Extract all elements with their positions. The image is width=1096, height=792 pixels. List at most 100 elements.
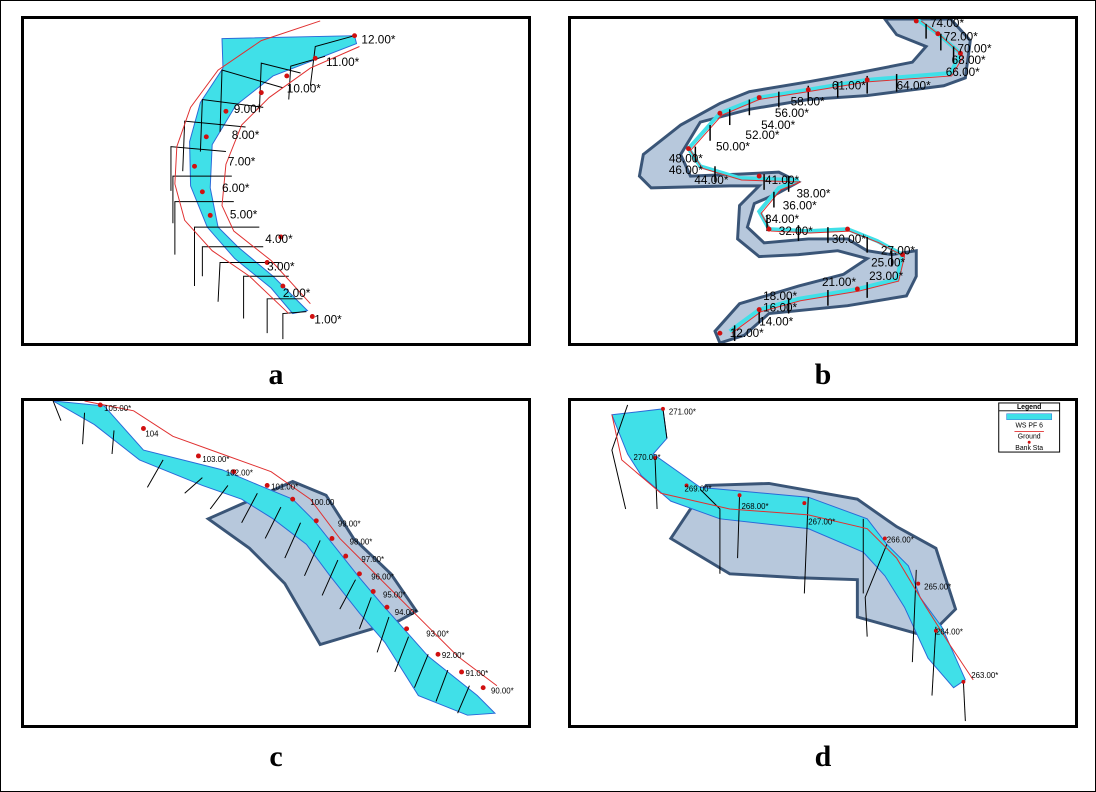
- cross-sections: [170, 35, 355, 340]
- station-label: 14.00*: [759, 315, 793, 328]
- station-label: 102.00*: [226, 469, 253, 478]
- station-label: 56.00*: [775, 107, 809, 120]
- water-surface: [52, 401, 497, 716]
- station-label: 100.00: [310, 498, 335, 507]
- station-label: 12.00*: [730, 327, 764, 340]
- station-label: 23.00*: [869, 270, 903, 283]
- legend-item-bank: Bank Sta: [1015, 445, 1043, 452]
- station-label: 25.00*: [871, 256, 905, 269]
- station-label: 263.00*: [971, 671, 998, 680]
- ground-line-left: [174, 20, 321, 314]
- station-labels: 74.00* 72.00* 70.00* 68.00* 66.00* 64.00…: [669, 19, 992, 340]
- station-label: 4.00*: [265, 233, 293, 246]
- legend-water-swatch: [1006, 413, 1053, 420]
- panel-a-view: 12.00* 11.00* 10.00* 9.00* 8.00* 7.00* 6…: [21, 16, 531, 346]
- panel-c-caption: c: [269, 740, 283, 773]
- ground-line: [611, 414, 974, 681]
- station-label: 44.00*: [694, 174, 728, 187]
- station-label: 99.00*: [338, 520, 361, 529]
- station-label: 21.00*: [822, 276, 856, 289]
- station-label: 30.00*: [832, 233, 866, 246]
- cross-sections: [52, 401, 470, 714]
- station-label: 268.00*: [742, 502, 769, 511]
- station-label: 95.00*: [383, 590, 406, 599]
- station-label: 98.00*: [350, 537, 373, 546]
- panel-a-caption: a: [268, 358, 284, 391]
- bank-stations: [653, 406, 966, 684]
- station-label: 72.00*: [944, 31, 978, 44]
- station-label: 66.00*: [946, 66, 980, 79]
- station-label: 12.00*: [361, 34, 395, 47]
- station-label: 267.00*: [808, 518, 835, 527]
- station-label: 5.00*: [230, 208, 258, 221]
- cross-sections: [694, 23, 955, 342]
- station-label: 61.00*: [832, 80, 866, 93]
- ground-line: [689, 20, 965, 334]
- station-label: 6.00*: [222, 182, 250, 195]
- station-label: 265.00*: [924, 583, 951, 592]
- station-label: 27.00*: [881, 245, 915, 258]
- station-label: 11.00*: [326, 56, 360, 69]
- panel-b-view: 74.00* 72.00* 70.00* 68.00* 66.00* 64.00…: [568, 16, 1078, 346]
- station-label: 1.00*: [314, 313, 342, 326]
- panel-a-river-plot: 12.00* 11.00* 10.00* 9.00* 8.00* 7.00* 6…: [170, 20, 396, 340]
- station-label: 34.00*: [765, 213, 799, 226]
- station-label: 105.00*: [104, 404, 131, 413]
- station-label: 266.00*: [887, 535, 914, 544]
- legend-item-water: WS PF 6: [1015, 423, 1043, 430]
- station-label: 58.00*: [791, 95, 825, 108]
- bank-stations: [686, 19, 963, 336]
- station-label: 64.00*: [897, 80, 931, 93]
- station-label: 2.00*: [283, 287, 311, 300]
- station-label: 46.00*: [669, 164, 703, 177]
- station-labels: 271.00* 270.00* 269.00* 268.00* 267.00* …: [634, 408, 999, 680]
- station-labels: 12.00* 11.00* 10.00* 9.00* 8.00* 7.00* 6…: [222, 34, 396, 327]
- panel-c-view: 105.00* 104 103.00* 102.00* 101.00* 100.…: [21, 398, 531, 728]
- station-label: 3.00*: [267, 260, 295, 273]
- station-label: 32.00*: [779, 225, 813, 238]
- legend-box: Legend WS PF 6 Ground Bank Sta: [998, 402, 1061, 453]
- station-label: 103.00*: [202, 455, 229, 464]
- station-label: 8.00*: [232, 129, 260, 142]
- legend-item-ground: Ground: [1018, 433, 1041, 440]
- station-label: 94.00*: [395, 608, 418, 617]
- station-label: 271.00*: [669, 408, 696, 417]
- station-label: 48.00*: [669, 152, 703, 165]
- ground-line-right: [221, 46, 360, 305]
- station-label: 264.00*: [936, 628, 963, 637]
- station-label: 91.00*: [465, 669, 488, 678]
- station-label: 92.00*: [442, 651, 465, 660]
- panel-d-river-plot: 271.00* 270.00* 269.00* 268.00* 267.00* …: [611, 402, 1061, 722]
- station-label: 38.00*: [796, 188, 830, 201]
- legend-bank-swatch: [1027, 440, 1031, 444]
- water-surface: [611, 408, 966, 689]
- station-label: 54.00*: [761, 119, 795, 132]
- bank-stations: [192, 33, 357, 319]
- station-label: 74.00*: [930, 19, 964, 30]
- panel-b-caption: b: [814, 358, 832, 391]
- floodplain-area: [637, 19, 972, 343]
- station-label: 96.00*: [371, 573, 394, 582]
- station-label: 18.00*: [763, 290, 797, 303]
- station-labels: 105.00* 104 103.00* 102.00* 101.00* 100.…: [104, 404, 514, 696]
- water-surface: [189, 35, 358, 315]
- ground-line: [84, 401, 498, 687]
- station-label: 101.00*: [271, 482, 298, 491]
- station-label: 16.00*: [763, 302, 797, 315]
- panel-d-view: 271.00* 270.00* 269.00* 268.00* 267.00* …: [568, 398, 1078, 728]
- station-label: 7.00*: [228, 155, 256, 168]
- cross-sections: [611, 404, 966, 722]
- station-label: 104: [145, 429, 159, 438]
- panel-b-river-plot: 74.00* 72.00* 70.00* 68.00* 66.00* 64.00…: [637, 19, 992, 343]
- station-label: 9.00*: [234, 103, 262, 116]
- panel-d-caption: d: [814, 740, 832, 773]
- station-label: 70.00*: [958, 42, 992, 55]
- station-label: 10.00*: [287, 83, 321, 96]
- station-label: 52.00*: [745, 129, 779, 142]
- station-label: 36.00*: [783, 199, 817, 212]
- station-label: 93.00*: [426, 630, 449, 639]
- station-label: 68.00*: [952, 54, 986, 67]
- station-label: 269.00*: [685, 484, 712, 493]
- panel-c-river-plot: 105.00* 104 103.00* 102.00* 101.00* 100.…: [52, 401, 514, 716]
